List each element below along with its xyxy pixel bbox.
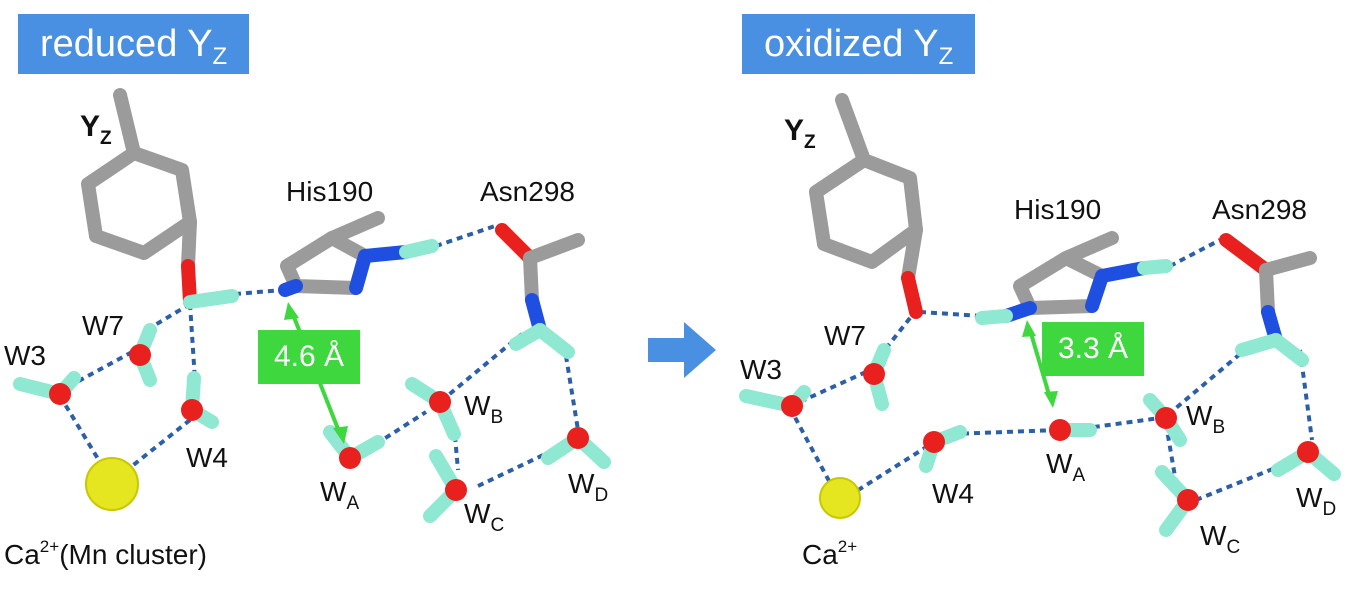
wd-text: W — [1296, 482, 1323, 513]
wd-subscript: D — [1322, 499, 1337, 520]
calcium-atom — [819, 477, 861, 519]
w7-label: W7 — [82, 310, 124, 341]
reduced-panel: reduced YZ — [0, 0, 660, 596]
wa-text: W — [1046, 448, 1073, 479]
calcium-atom — [85, 457, 139, 511]
wc-subscript: C — [490, 515, 505, 536]
wb-subscript: B — [1212, 417, 1226, 438]
title-text: oxidized Y — [764, 23, 939, 65]
his190 — [278, 211, 439, 297]
wc-subscript: C — [1226, 537, 1241, 558]
wa-subscript: A — [346, 493, 360, 514]
asn298 — [495, 223, 585, 359]
yz-label: YZ — [784, 114, 816, 153]
tyrosine-yz — [809, 93, 923, 319]
title-subscript: Z — [938, 43, 954, 70]
ca-note: (Mn cluster) — [59, 539, 207, 570]
yz-label: YZ — [80, 110, 112, 149]
wb-text: W — [1186, 400, 1213, 431]
ca-text: Ca — [802, 539, 838, 570]
wa-text: W — [320, 476, 347, 507]
ca-label: Ca2+(Mn cluster) — [4, 538, 207, 569]
wc-text: W — [464, 498, 491, 529]
asn298 — [1219, 233, 1317, 367]
ca-charge: 2+ — [39, 537, 60, 556]
title-text: reduced Y — [40, 23, 213, 65]
wb-text: W — [464, 390, 491, 421]
wa-label: WA — [320, 476, 360, 514]
wa-subscript: A — [1072, 465, 1086, 486]
molecular-scene — [13, 88, 611, 523]
molecular-scene — [739, 93, 1341, 537]
his190-label: His190 — [1014, 194, 1102, 225]
wc-text: W — [1200, 520, 1227, 551]
wb-subscript: B — [490, 407, 504, 428]
water-oxygens — [49, 344, 589, 501]
distance-arrow — [1022, 320, 1058, 408]
distance-badge: 3.3 Å — [1042, 322, 1145, 376]
wc-label: WC — [1200, 520, 1241, 558]
w7-label: W7 — [824, 320, 866, 351]
yz-subscript: Z — [100, 128, 112, 149]
w3-label: W3 — [4, 340, 46, 371]
tyrosine-yz — [81, 88, 239, 309]
water-oxygens — [781, 363, 1319, 511]
wd-subscript: D — [594, 485, 609, 506]
wb-label: WB — [1186, 400, 1226, 438]
his190 — [975, 231, 1173, 325]
ca-label: Ca2+ — [802, 538, 857, 569]
his190-label: His190 — [286, 176, 374, 207]
oxidized-panel: oxidized YZ — [720, 0, 1363, 596]
title-badge: reduced YZ — [18, 14, 250, 74]
ca-charge: 2+ — [837, 537, 858, 556]
yz-text: Y — [784, 114, 805, 147]
distance-badge: 4.6 Å — [258, 330, 361, 384]
ca-text: Ca — [4, 539, 40, 570]
transition-arrow-icon — [648, 322, 716, 378]
wc-label: WC — [464, 498, 505, 536]
wa-label: WA — [1046, 448, 1086, 486]
wb-label: WB — [464, 390, 504, 428]
yz-subscript: Z — [804, 132, 816, 153]
w4-label: W4 — [186, 442, 228, 473]
wd-text: W — [568, 468, 595, 499]
hydrogen-bonds — [58, 224, 580, 488]
title-badge: oxidized YZ — [742, 14, 976, 74]
title-subscript: Z — [212, 43, 228, 70]
yz-text: Y — [80, 110, 101, 143]
asn298-label: Asn298 — [480, 176, 575, 207]
wd-label: WD — [1296, 482, 1337, 520]
asn298-label: Asn298 — [1212, 194, 1307, 225]
wd-label: WD — [568, 468, 609, 506]
w4-label: W4 — [932, 478, 974, 509]
w3-label: W3 — [740, 354, 782, 385]
